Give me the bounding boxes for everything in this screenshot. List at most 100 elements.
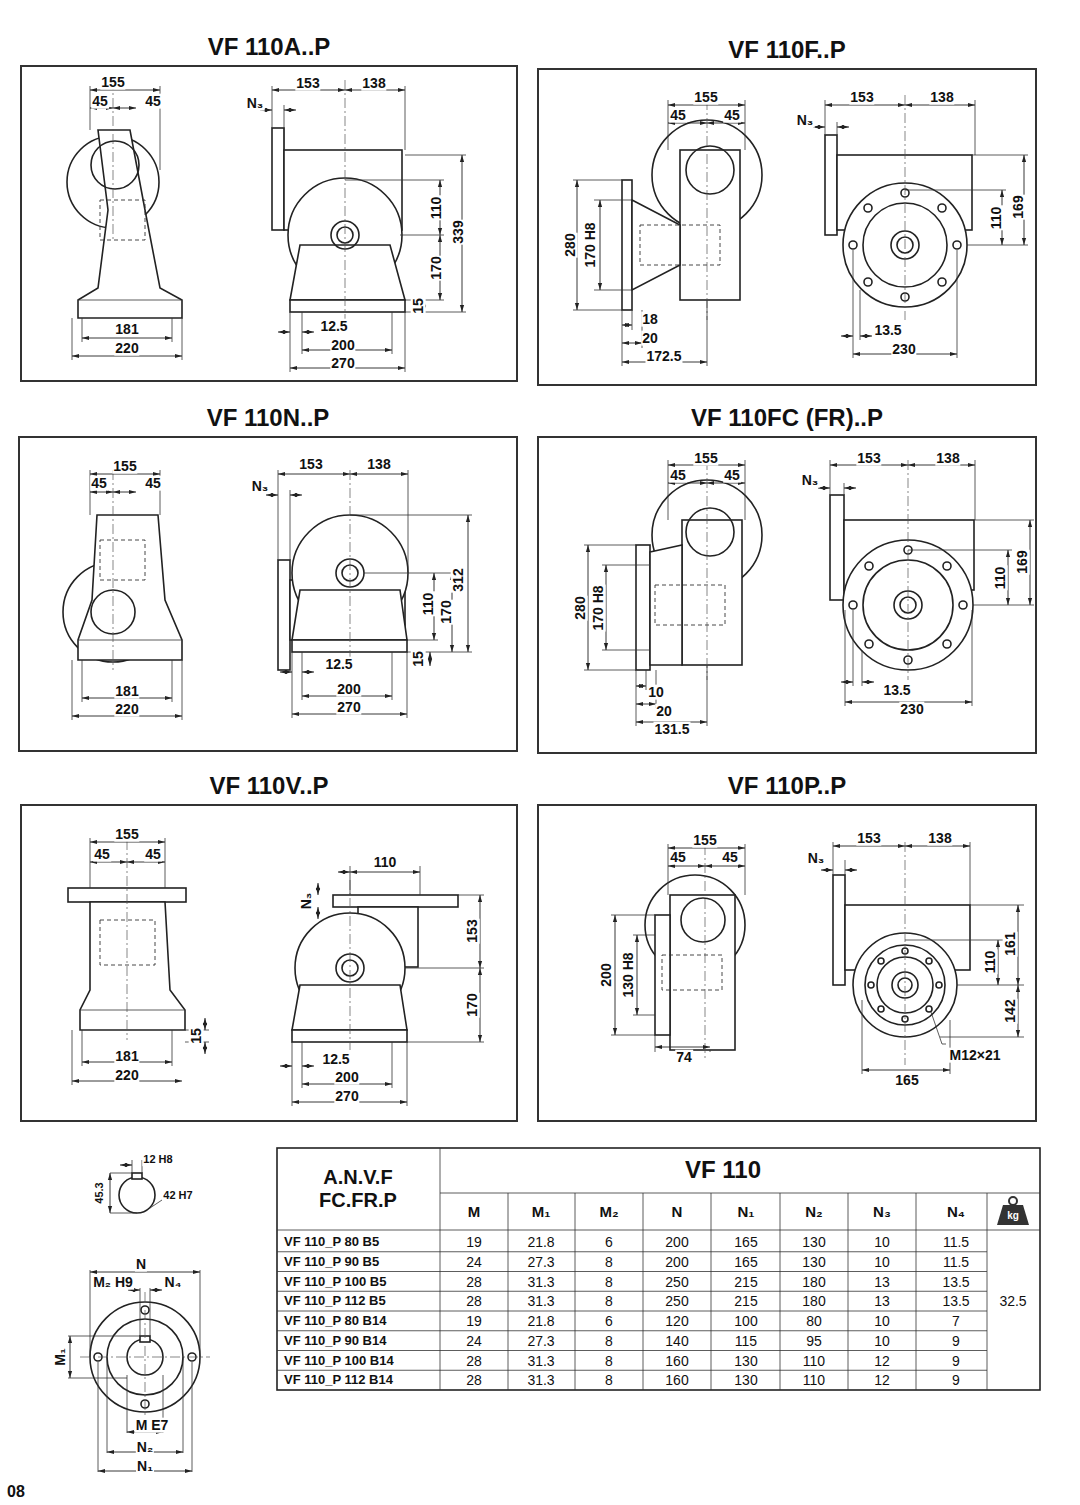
dimension-label: 12.5: [321, 1052, 350, 1067]
view-panel: VF 110F..P: [537, 68, 1037, 386]
column-header: N: [671, 1204, 684, 1220]
view-p-part: [878, 958, 884, 964]
view-v-part: [350, 866, 351, 895]
column-header: M: [467, 1204, 482, 1220]
dimension-label: 45: [723, 108, 741, 123]
row-label: VF 110_P 80 B14: [283, 1314, 387, 1328]
table-cell: 10: [873, 1314, 891, 1329]
view-p-part: [662, 955, 722, 990]
view-f-part: [864, 204, 872, 212]
table-grid-part: [277, 1230, 1040, 1231]
view-fc-part: [1008, 550, 1009, 605]
dimension-label: N₄: [164, 1275, 183, 1290]
view-v-part: [165, 838, 166, 888]
view-p-part: [936, 982, 942, 988]
dimension-label: 15: [189, 1027, 204, 1045]
view-a-part: [113, 108, 136, 109]
view-v-part: [333, 895, 458, 907]
table-cell: 6: [604, 1314, 614, 1329]
dimension-label: 13.5: [882, 683, 911, 698]
dimension-label: 170 H8: [591, 584, 606, 631]
shaft-detail-part: [119, 1177, 155, 1213]
view-n-part: [302, 652, 303, 700]
dimension-label: 155: [693, 90, 718, 105]
dimension-label: 170: [439, 599, 454, 624]
view-p-part: [970, 905, 1024, 906]
view-n-part: [72, 660, 73, 720]
table-cell: 11.5: [942, 1235, 970, 1250]
dimension-label: 18: [641, 312, 659, 327]
view-f-part: [957, 250, 958, 358]
view-p-part: [668, 866, 705, 867]
view-fc-part: [636, 704, 656, 705]
table-cell: 200: [664, 1254, 689, 1269]
view-n-part: [266, 495, 278, 496]
table-cell: 8: [604, 1274, 614, 1289]
view-a-part: [272, 128, 284, 230]
view-fc-part: [830, 495, 844, 600]
view-f-part: [825, 105, 905, 106]
dimension-label: 339: [451, 219, 466, 244]
table-cell: 12: [873, 1373, 891, 1388]
view-a-part: [345, 180, 444, 181]
view-fc-part: [844, 488, 856, 489]
view-f-part: [841, 336, 853, 337]
flange-detail: [68, 1270, 210, 1472]
view-p-part: [821, 870, 833, 871]
view-v-part: [292, 985, 407, 1030]
dimension-label: 110: [983, 950, 998, 975]
dimension-label: 45: [669, 850, 687, 865]
view-fc-part: [636, 670, 637, 726]
view-fc-part: [686, 508, 734, 556]
view-p-part: [970, 842, 971, 905]
view-fc-part: [707, 665, 708, 726]
shaft-detail: [110, 1160, 162, 1213]
view-f-part: [640, 225, 720, 265]
view-fc-part: [853, 610, 854, 686]
view-n-part: [182, 660, 183, 720]
view-f-part: [573, 310, 622, 311]
dimension-label: 20: [641, 331, 659, 346]
view-a-part: [284, 105, 285, 150]
table-cell: 27.3: [526, 1254, 555, 1269]
view-v-part: [350, 872, 420, 873]
table-cell: 19: [465, 1235, 483, 1250]
dimension-label: 312: [451, 567, 466, 592]
view-a-part: [78, 130, 182, 318]
table-cell: 32.5: [998, 1294, 1027, 1309]
view-fc-part: [588, 545, 589, 670]
dimension-label: 45: [91, 94, 109, 109]
view-v-part: [302, 1042, 303, 1088]
view-f-part: [707, 123, 745, 124]
panel-title: VF 110F..P: [539, 36, 1035, 64]
view-n: [63, 470, 472, 720]
view-panel: VF 110FC (FR)..P: [537, 436, 1037, 754]
table-grid-part: [440, 1148, 441, 1390]
dimension-label: M E7: [135, 1418, 170, 1433]
view-fc-part: [862, 650, 863, 686]
view-p-part: [878, 1006, 884, 1012]
column-header: N₄: [946, 1204, 966, 1220]
view-p-part: [1018, 905, 1019, 985]
dimension-label: N: [135, 1257, 147, 1272]
dimension-label: 110: [421, 592, 436, 617]
table-cell: 140: [664, 1333, 689, 1348]
view-p-part: [611, 1035, 655, 1036]
view-p-part: [862, 1000, 863, 1074]
table-cell: 8: [604, 1373, 614, 1388]
panel-title: VF 110V..P: [22, 772, 516, 800]
view-p-part: [633, 935, 655, 936]
view-n-part: [350, 474, 408, 475]
view-a-part: [91, 141, 139, 189]
dimension-label: 08: [6, 1484, 26, 1501]
table-cell: 8: [604, 1254, 614, 1269]
view-f-part: [864, 278, 872, 286]
table-grid-part: [277, 1350, 987, 1351]
view-fc-part: [707, 460, 708, 680]
dimension-label: 155: [693, 451, 718, 466]
table-cell: 11.5: [942, 1254, 970, 1269]
dimension-label: 138: [935, 451, 960, 466]
dimension-label: N₃: [807, 851, 826, 866]
view-p-part: [926, 958, 932, 964]
view-a-part: [272, 86, 273, 128]
